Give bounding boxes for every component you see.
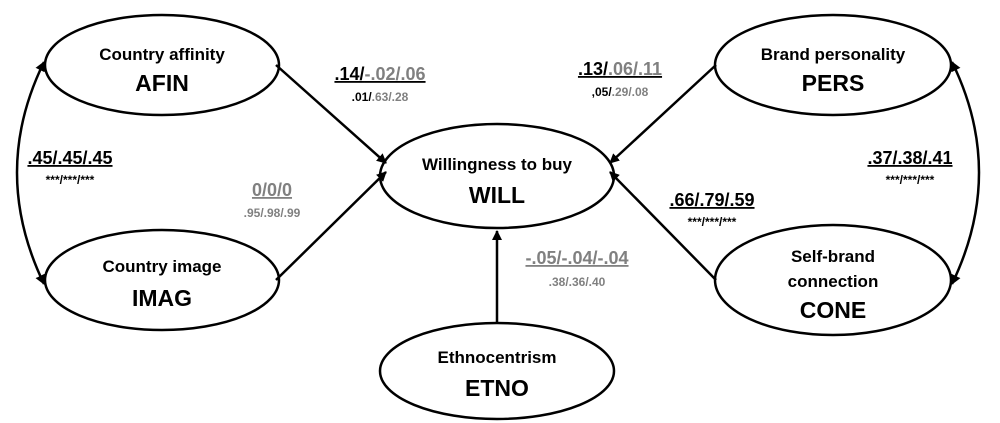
pers-cone-corr-sig: ***/***/***: [886, 173, 935, 187]
pers-will-coef-1: .13/: [578, 59, 608, 79]
pers-will-sig: ,05/.29/.08: [592, 85, 649, 99]
will-node: [378, 122, 616, 230]
correlation-pers-cone: [950, 61, 981, 285]
cone-label-line2: connection: [788, 272, 879, 291]
etno-node: [378, 321, 616, 421]
imag-label: Country image: [102, 257, 221, 276]
pers-will-sig-3: .08: [632, 85, 649, 99]
correlation-afin-imag: [15, 61, 46, 285]
pers-node: [713, 13, 953, 117]
afin-will-coef-1: .14/: [334, 64, 364, 84]
afin-will-sig-2: .63/: [372, 90, 393, 104]
afin-will-sig: .01/.63/.28: [352, 90, 409, 104]
pers-will-sig-1: ,05/: [592, 85, 613, 99]
afin-imag-corr-sig: ***/***/***: [46, 173, 95, 187]
afin-node: [43, 13, 281, 117]
pers-abbr: PERS: [802, 70, 865, 96]
will-label: Willingness to buy: [422, 155, 573, 174]
cone-abbr: CONE: [800, 297, 866, 323]
cone-will-sig: ***/***/***: [688, 215, 737, 229]
afin-label: Country affinity: [99, 45, 225, 64]
afin-abbr: AFIN: [135, 70, 189, 96]
afin-imag-corr-coef: .45/.45/.45: [27, 148, 112, 168]
afin-will-sig-3: .28: [392, 90, 409, 104]
etno-will-sig: .38/.36/.40: [549, 275, 606, 289]
imag-will-coef: 0/0/0: [252, 180, 292, 200]
etno-abbr: ETNO: [465, 375, 529, 401]
afin-will-coef-2: -.02/: [364, 64, 400, 84]
afin-will-coef: .14/-.02/.06: [334, 64, 425, 84]
will-abbr: WILL: [469, 182, 525, 208]
path-cone-will: [609, 171, 717, 281]
path-pers-will: [609, 64, 717, 164]
cone-will-coef: .66/.79/.59: [669, 190, 754, 210]
pers-label: Brand personality: [761, 45, 906, 64]
pers-will-coef-3: .11: [638, 59, 662, 79]
cone-label-line1: Self-brand: [791, 247, 875, 266]
pers-will-coef: .13/.06/.11: [578, 59, 662, 79]
path-imag-will: [275, 171, 387, 281]
afin-will-coef-3: .06: [401, 64, 426, 84]
afin-will-sig-1: .01/: [352, 90, 373, 104]
pers-will-coef-2: .06/: [608, 59, 638, 79]
imag-node: [43, 228, 281, 332]
imag-abbr: IMAG: [132, 285, 192, 311]
imag-will-sig: .95/.98/.99: [244, 206, 301, 220]
path-afin-will: [275, 64, 387, 164]
etno-label: Ethnocentrism: [437, 348, 556, 367]
pers-cone-corr-coef: .37/.38/.41: [867, 148, 952, 168]
pers-will-sig-2: .29/: [612, 85, 633, 99]
etno-will-coef: -.05/-.04/-.04: [525, 248, 628, 268]
